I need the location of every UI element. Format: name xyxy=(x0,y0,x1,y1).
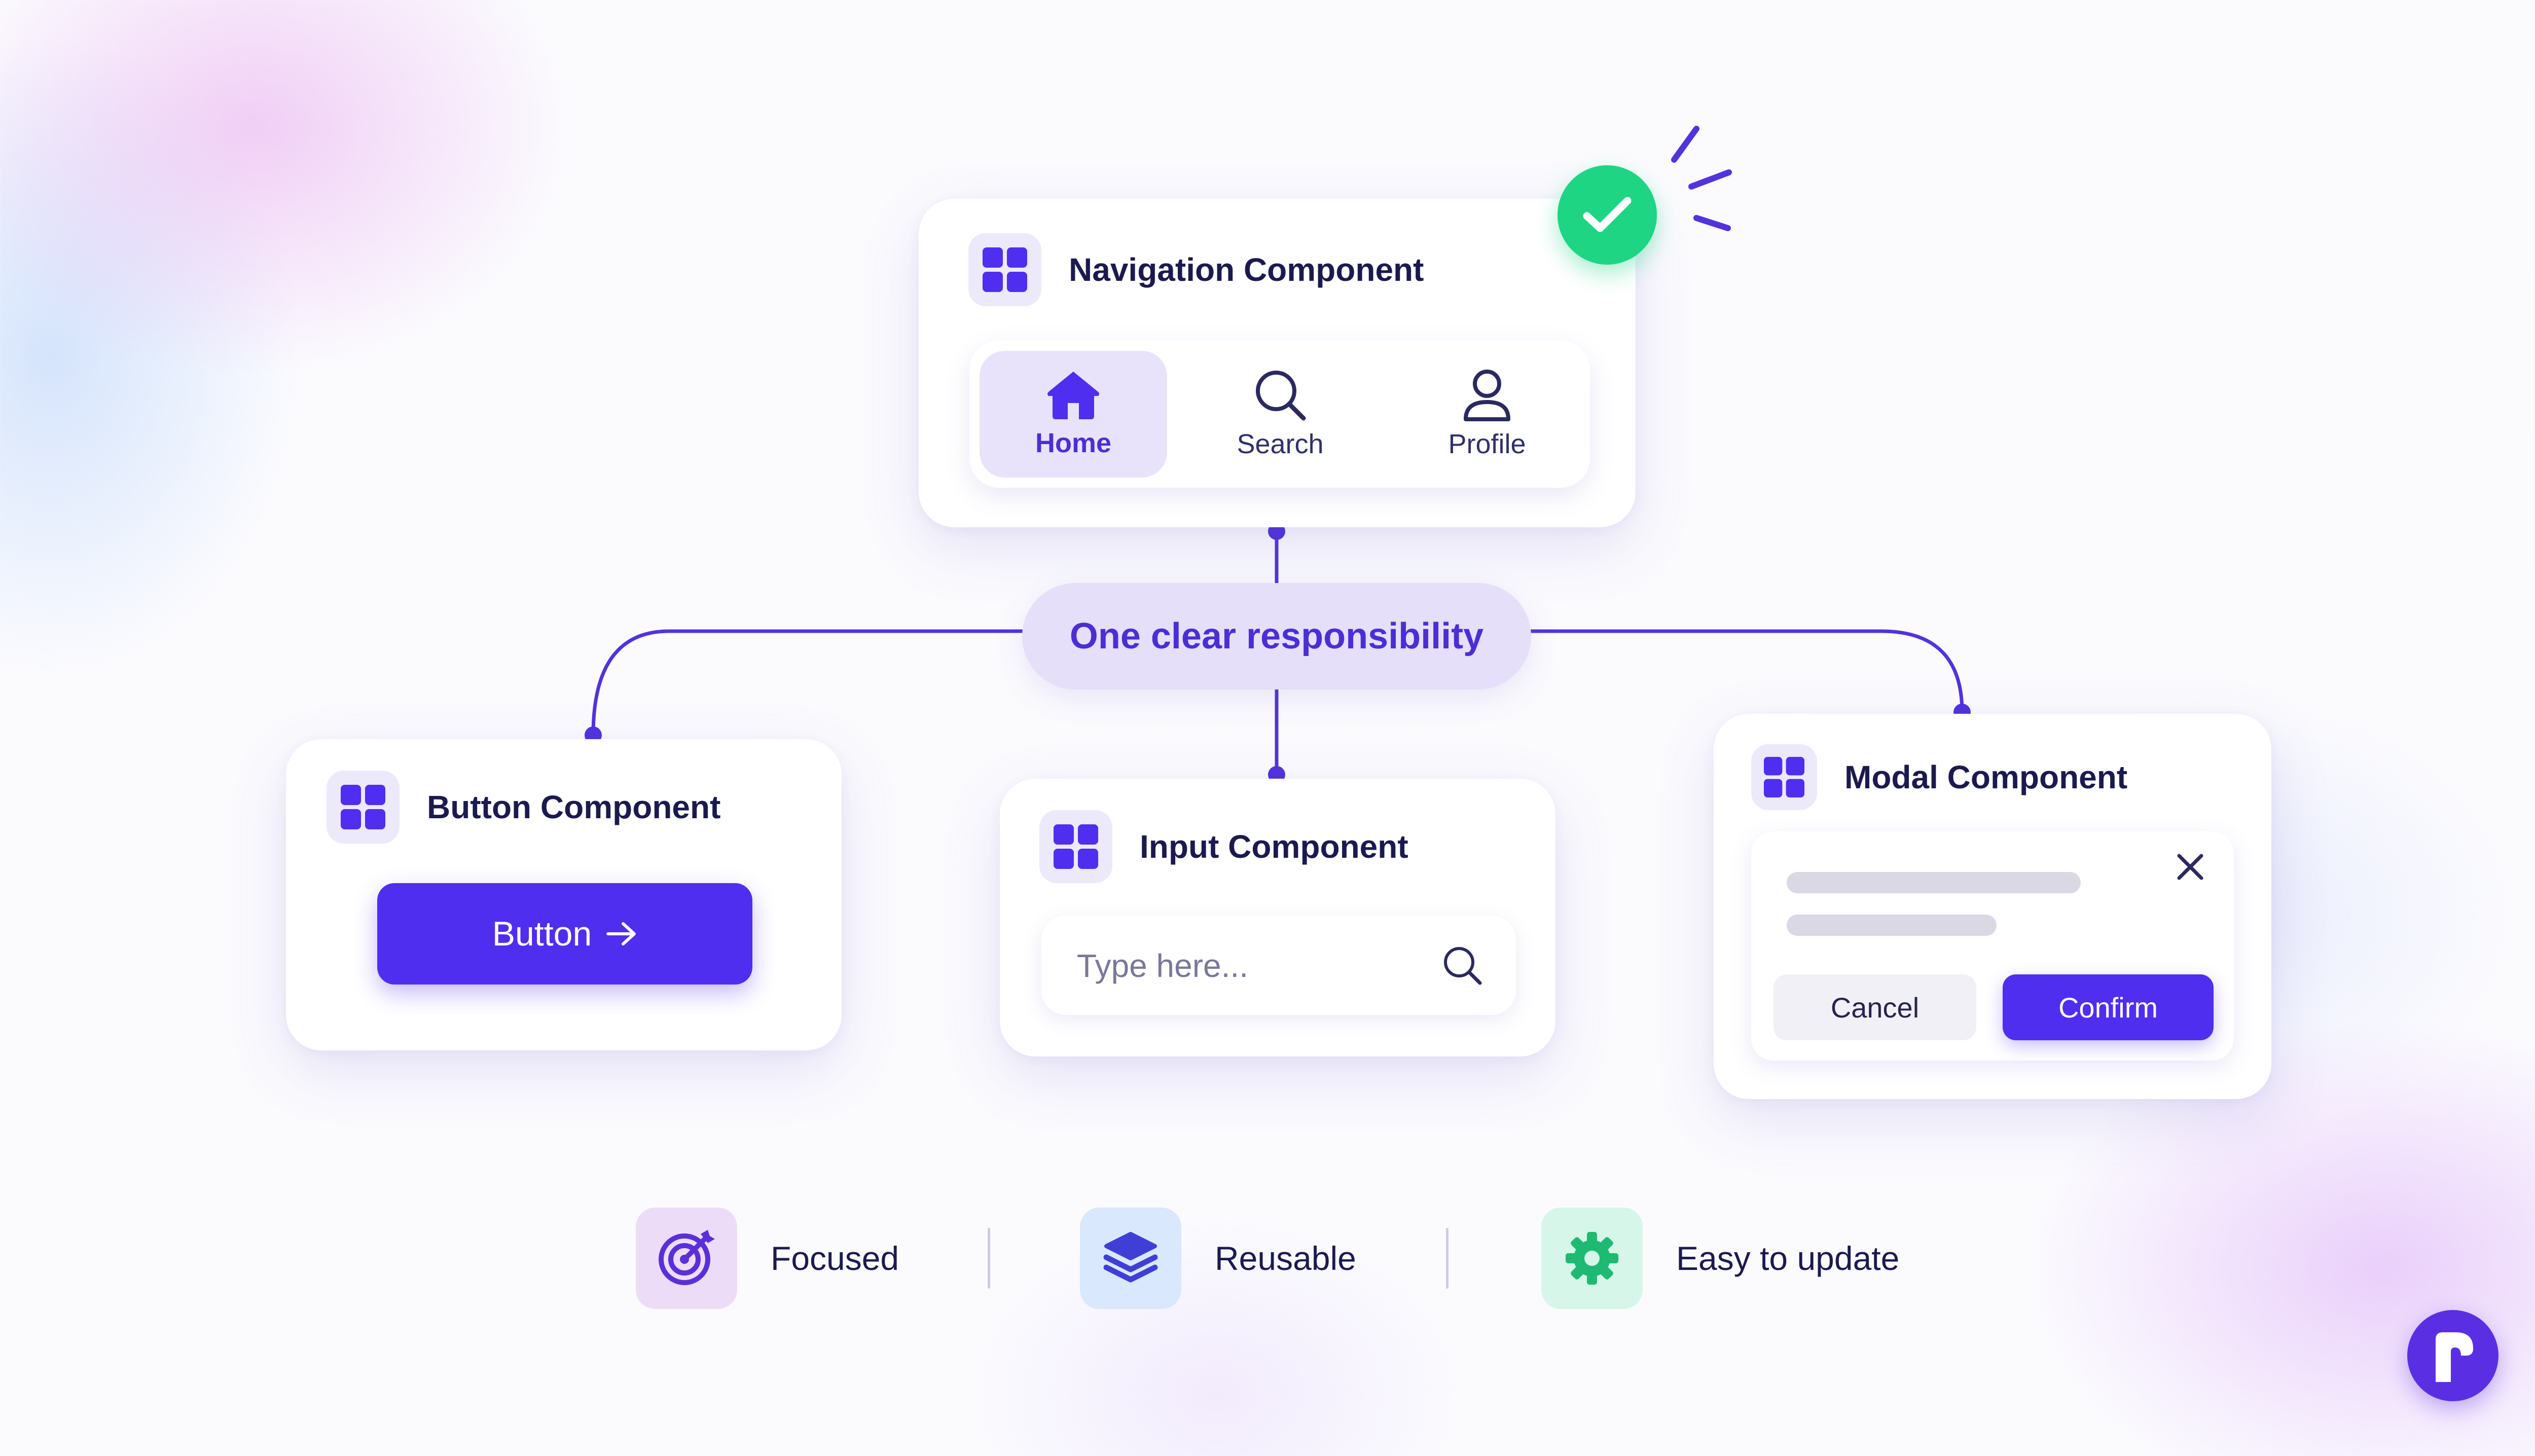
feature-easy-to-update: Easy to update xyxy=(1541,1208,1899,1309)
grid-icon xyxy=(327,771,400,844)
nav-item-profile[interactable]: Profile xyxy=(1393,351,1581,478)
feature-label: Easy to update xyxy=(1676,1240,1900,1277)
navigation-component-card: Navigation Component Home Search Profile xyxy=(919,199,1636,527)
confirm-button[interactable]: Confirm xyxy=(2003,974,2214,1040)
grid-icon xyxy=(1039,810,1112,883)
sample-text-input[interactable]: Type here... xyxy=(1041,916,1516,1015)
layers-icon xyxy=(1080,1208,1181,1309)
feature-label: Reusable xyxy=(1215,1240,1356,1277)
gear-icon xyxy=(1541,1208,1643,1309)
grid-icon xyxy=(968,233,1041,306)
checkmark-icon xyxy=(1583,197,1632,232)
check-badge xyxy=(1558,165,1657,265)
profile-icon xyxy=(1464,370,1510,421)
nav-item-label: Home xyxy=(1035,428,1112,458)
grid-icon xyxy=(1751,744,1817,810)
input-component-card: Input Component Type here... xyxy=(1000,779,1555,1057)
nav-item-search[interactable]: Search xyxy=(1186,351,1374,478)
close-icon[interactable] xyxy=(2176,853,2204,881)
sample-modal: Cancel Confirm xyxy=(1751,831,2234,1061)
nav-item-label: Profile xyxy=(1448,429,1526,459)
search-icon xyxy=(1256,371,1306,421)
search-icon[interactable] xyxy=(1442,945,1482,986)
nav-item-label: Search xyxy=(1237,429,1324,459)
sample-primary-button[interactable]: Button xyxy=(377,883,752,985)
button-label: Button xyxy=(492,915,592,953)
placeholder-line xyxy=(1787,915,1997,936)
feature-divider xyxy=(1446,1228,1448,1289)
home-icon xyxy=(1047,372,1099,419)
feature-label: Focused xyxy=(771,1240,899,1277)
feature-reusable: Reusable xyxy=(1080,1208,1356,1309)
logo-icon xyxy=(2436,1332,2473,1382)
feature-focused: Focused xyxy=(636,1208,899,1309)
button-component-card: Button Component Button xyxy=(286,739,842,1050)
modal-component-title: Modal Component xyxy=(1844,759,2128,795)
button-component-title: Button Component xyxy=(427,789,721,825)
modal-component-card: Modal Component Cancel Confirm xyxy=(1714,714,2271,1099)
feature-divider xyxy=(988,1228,990,1289)
responsibility-label: One clear responsibility xyxy=(1022,583,1531,689)
input-placeholder: Type here... xyxy=(1077,948,1248,984)
brand-logo xyxy=(2407,1310,2498,1401)
input-component-title: Input Component xyxy=(1140,828,1408,865)
arrow-right-icon xyxy=(606,922,636,945)
placeholder-line xyxy=(1787,872,2081,893)
target-icon xyxy=(636,1208,737,1309)
navigation-component-title: Navigation Component xyxy=(1069,251,1424,288)
nav-item-home[interactable]: Home xyxy=(980,351,1167,478)
navigation-bar: Home Search Profile xyxy=(969,341,1590,488)
cancel-button[interactable]: Cancel xyxy=(1773,974,1976,1040)
